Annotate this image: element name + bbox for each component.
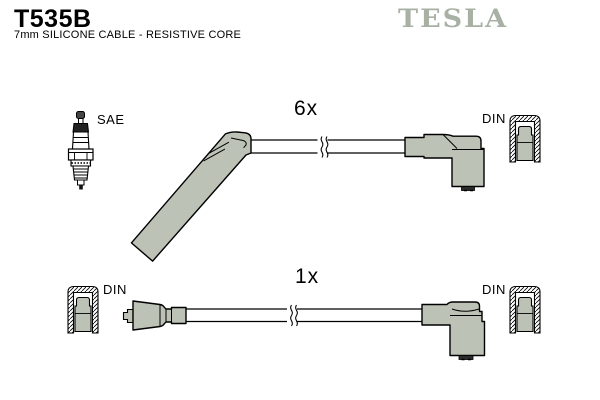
din-connector-label-bottom-left: DIN [103,282,127,297]
sae-connector-label: SAE [97,112,125,127]
din-connector-icon [509,114,541,163]
part-number: T535B [14,5,92,33]
brand-logo: TESLA [398,4,509,34]
quantity-label-top: 6x [294,97,319,120]
cable-assembly-6x [130,131,485,262]
din-connector-icon [67,285,99,334]
quantity-label-bottom: 1x [295,265,320,288]
spark-plug-icon [67,111,94,190]
din-connector-label-top: DIN [482,111,506,126]
cable-break-icon [290,304,298,327]
din-connector-label-bottom-right: DIN [482,282,506,297]
din-connector-icon [509,285,541,334]
cable-icon [251,136,405,158]
product-subtitle: 7mm SILICONE CABLE - RESISTIVE CORE [14,29,242,41]
cable-assembly-1x [122,300,486,361]
cable-break-icon [320,136,329,158]
cable-icon [186,304,422,327]
elbow-boot-icon [404,133,485,192]
angled-boot-icon [130,131,252,262]
straight-boot-icon [122,300,187,331]
elbow-boot-icon [421,301,486,361]
